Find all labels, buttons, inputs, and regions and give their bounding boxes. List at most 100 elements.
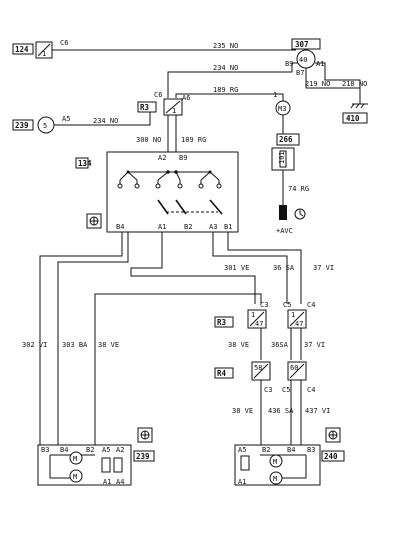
component-240-tag-box: 240: [321, 450, 345, 462]
wire-234-upper: [167, 62, 298, 98]
pin-a4-239: A4: [116, 478, 124, 486]
pin-b9-134: B9: [179, 154, 187, 162]
component-307-inner: 40: [299, 56, 307, 64]
component-307-tag: 307: [295, 40, 309, 49]
motor-m3: M3: [275, 100, 291, 116]
wire-38-left-label: 38 VE: [98, 341, 119, 349]
pin-a1-134: A1: [158, 223, 166, 231]
component-239-bottom-tag: 239: [136, 452, 150, 461]
wire-218: [315, 62, 361, 104]
wire-avc-label: +AVC: [276, 227, 293, 235]
wire-437-label: 437 VI: [305, 407, 330, 415]
fan-icon-240: [325, 427, 341, 443]
component-134-tag: 134: [78, 159, 92, 168]
wire-436-label: 436 SA: [268, 407, 294, 415]
pin-1: 1: [273, 91, 277, 99]
pin-b7: B7: [296, 69, 304, 77]
pin-c6-top: C6: [60, 39, 68, 47]
wire-301-label: 301 VE: [224, 264, 249, 272]
pin-a1-239: A1: [103, 478, 111, 486]
component-307: 307 40 B9 A1 B7: [285, 38, 324, 77]
component-239-bottom: B3 B4 B2 A5 A2 M M A1 A4: [37, 444, 132, 486]
component-124-tag: 124: [15, 45, 29, 54]
pin-a6: A6: [182, 94, 190, 102]
component-266-tag: 266: [279, 135, 293, 144]
pin-c5-r4: C5: [282, 386, 290, 394]
wire-300-label: 300 NO: [136, 136, 161, 144]
pin-c3-r3: C3: [260, 301, 268, 309]
component-240: A5 B2 B4 B3 M M A1: [234, 444, 321, 486]
component-124: 124 1 C6: [12, 39, 68, 59]
wire-302-label: 302 VI: [22, 341, 47, 349]
wire-189-upper-label: 189 RG: [213, 86, 238, 94]
pin-r3-47b: 47: [295, 320, 303, 328]
fan-icon-239: [137, 427, 153, 443]
wire-303-label: 303 BA: [62, 341, 88, 349]
pin-r3-1a: 1: [251, 311, 255, 319]
pin-r3-1b: 1: [291, 311, 295, 319]
wire-234-lower-label: 234 NO: [93, 117, 118, 125]
pin-r4-60: 60: [290, 364, 298, 372]
pin-a1-307: A1: [316, 60, 324, 68]
wire-37-mid-label: 37 VI: [304, 341, 325, 349]
wire-219-label: 219 NO: [305, 80, 330, 88]
pin-b4-239: B4: [60, 446, 68, 454]
pin-b4-134: B4: [116, 223, 124, 231]
component-239-top: 239 5 A5: [12, 115, 70, 134]
component-410: 410: [342, 112, 368, 124]
wire-189-upper: [175, 93, 284, 102]
wire-219: [305, 68, 360, 89]
relay-r3-top: R3 C6 A6 1: [137, 91, 190, 116]
pin-b3-240: B3: [307, 446, 315, 454]
pin-a3-134: A3: [209, 223, 217, 231]
wire-38-path: [94, 293, 262, 445]
pin-a1-240: A1: [238, 478, 246, 486]
motor-240a-label: M: [273, 458, 277, 466]
pin-a2-239: A2: [116, 446, 124, 454]
wire-235-label: 235 NO: [213, 42, 238, 50]
fan-icon-134: [86, 213, 102, 229]
relay-r3-top-tag: R3: [140, 103, 150, 112]
wire-36-path: [212, 232, 288, 304]
wire-37-path: [227, 232, 302, 304]
wire-302-path: [39, 232, 123, 445]
relay-r3-mid-tag: R3: [217, 318, 227, 327]
pin-b2-239: B2: [86, 446, 94, 454]
motor-m3-inner: M3: [278, 105, 286, 113]
pin-c3-r4: C3: [264, 386, 272, 394]
resistor-101: 101: [278, 151, 286, 164]
wire-234-upper-label: 234 NO: [213, 64, 238, 72]
wire-74-label: 74 RG: [288, 185, 309, 193]
component-239-top-tag: 239: [15, 121, 29, 130]
wire-38-low-label: 38 VE: [232, 407, 253, 415]
component-124-pin-1: 1: [42, 50, 46, 58]
wire-38-mid-label: 38 VE: [228, 341, 249, 349]
pin-a5-240: A5: [238, 446, 246, 454]
component-239-top-inner: 5: [43, 122, 47, 130]
wire-189-lower-label: 189 RG: [181, 136, 206, 144]
pin-c4-r4: C4: [307, 386, 315, 394]
pin-b4-240: B4: [287, 446, 295, 454]
component-134: 134 A2 B9 B4 A1 B2 A3: [75, 151, 239, 233]
component-410-tag: 410: [346, 114, 360, 123]
motor-239b-label: M: [73, 473, 77, 481]
pin-a5: A5: [62, 115, 70, 123]
pin-b9: B9: [285, 60, 293, 68]
wire-301-path: [130, 232, 256, 304]
wire-37-label: 37 VI: [313, 264, 334, 272]
wire-36sa-label: 36SA: [271, 341, 289, 349]
pin-c5-r3: C5: [283, 301, 291, 309]
wire-303-path: [57, 232, 129, 445]
pin-a2: A2: [158, 154, 166, 162]
component-239-bottom-tag-box: 239: [133, 450, 155, 462]
relay-r3-mid: C3 C5 C4 1 47 1 47 R3: [214, 301, 315, 329]
pin-c6-mid: C6: [154, 91, 162, 99]
fuse-avc: [279, 205, 306, 220]
pin-b2-240: B2: [262, 446, 270, 454]
motor-240b-label: M: [273, 475, 277, 483]
pin-b2-134: B2: [184, 223, 192, 231]
pin-b1-134: B1: [224, 223, 232, 231]
component-266: 266 101: [271, 133, 300, 171]
wire-234-lower: [54, 112, 151, 126]
